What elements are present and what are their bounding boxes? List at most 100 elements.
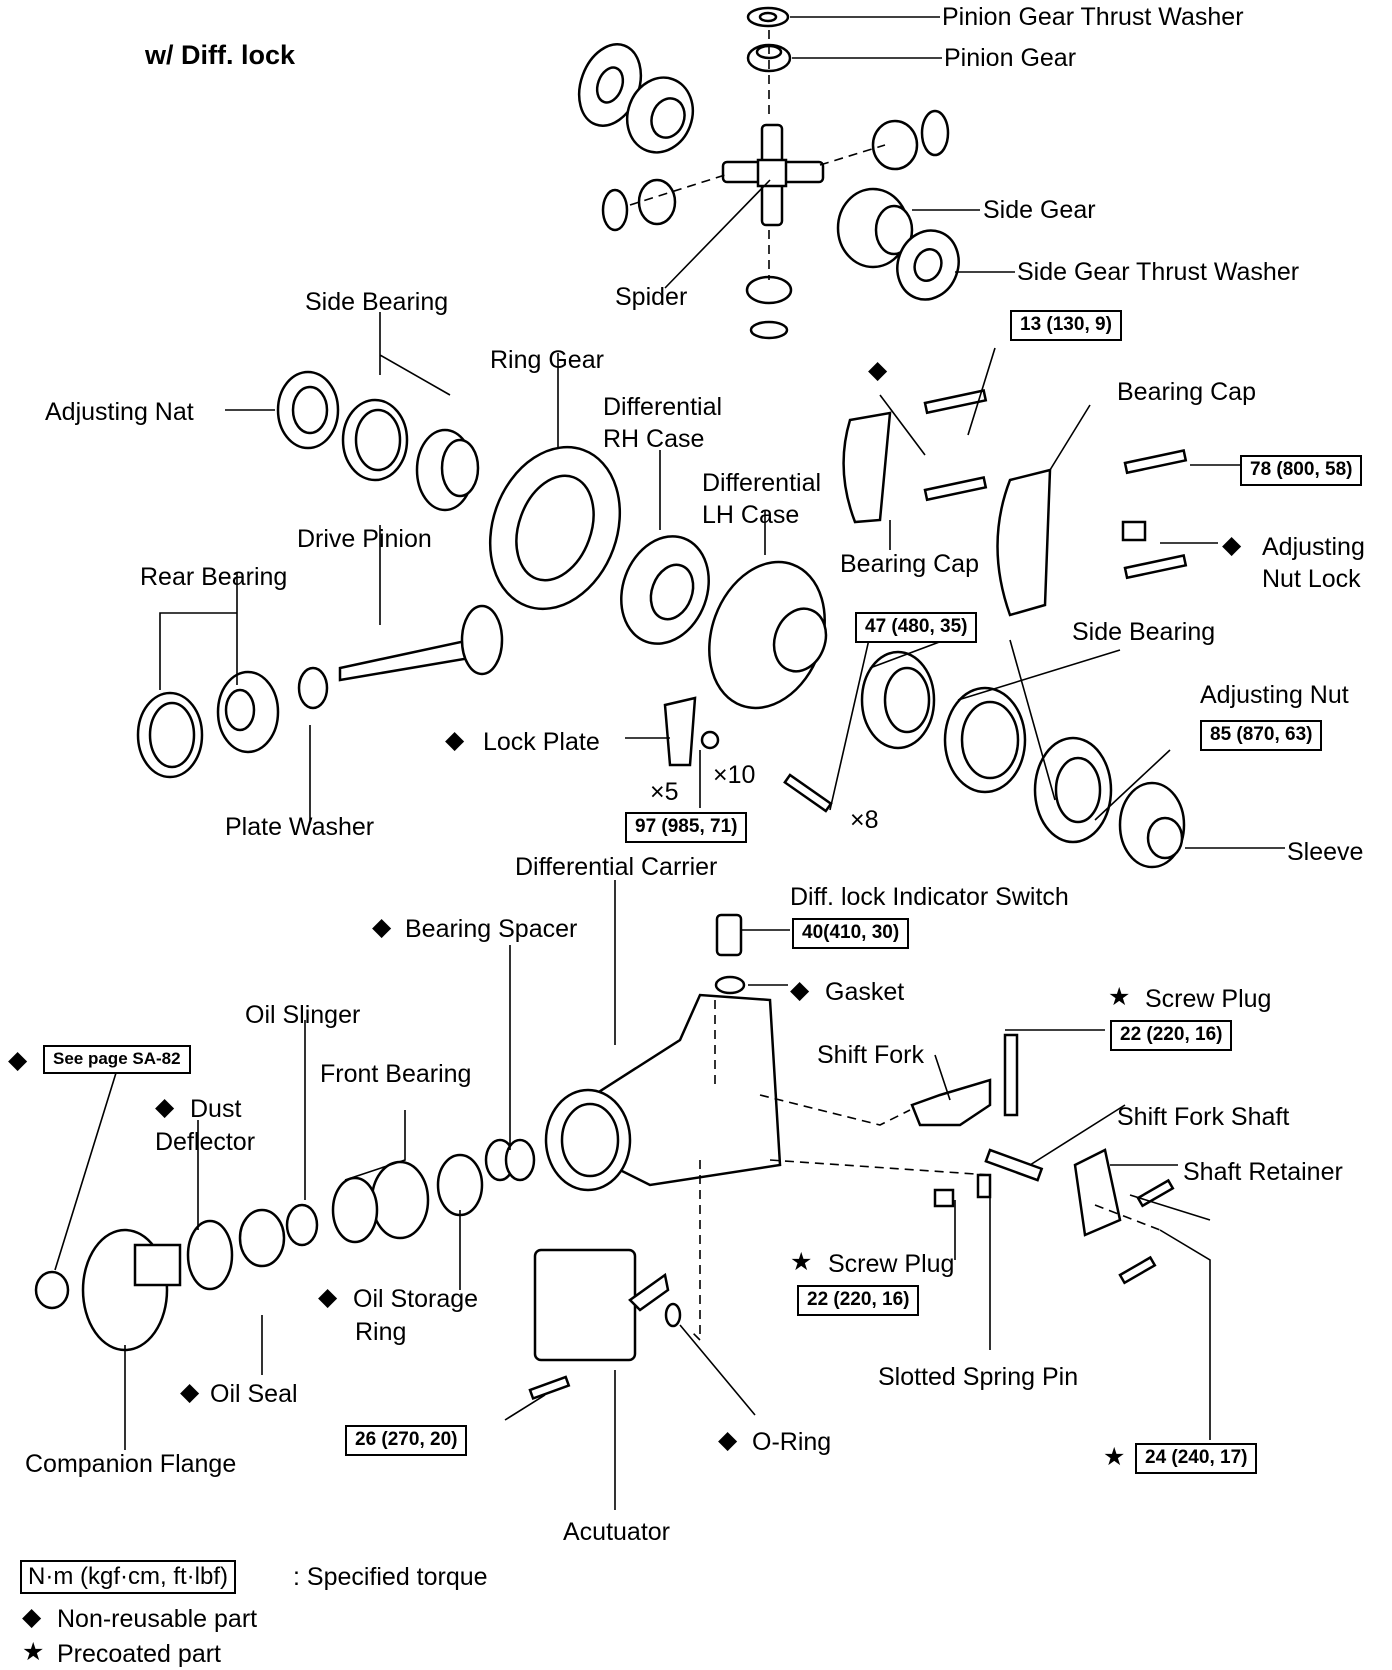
label-side-gear-thrust-washer: Side Gear Thrust Washer [1017, 258, 1300, 286]
shift-fork-shaft-part [984, 1148, 1044, 1182]
o-ring-part [664, 1302, 682, 1328]
oil-storage-ring-part [436, 1153, 484, 1217]
torque-indicator-switch: 40(410, 30) [792, 918, 910, 949]
side-bearing-right-part [860, 650, 936, 750]
legend-precoated-symbol: ★ [22, 1638, 45, 1666]
side-gear-left-part [625, 76, 695, 154]
label-bearing-spacer: Bearing Spacer [405, 915, 578, 943]
ring-gear-bolt [783, 773, 833, 813]
label-adjusting-nut-lock-2: Nut Lock [1262, 565, 1361, 593]
diff-lock-indicator-switch-part [715, 913, 743, 957]
differential-lh-case-part [708, 560, 828, 710]
label-lock-plate: Lock Plate [483, 728, 600, 756]
torque-lock-plate-bolt: 97 (985, 71) [625, 812, 748, 843]
cap-bolts [923, 389, 1188, 580]
side-gear-part [836, 187, 914, 269]
pinion-gear-thrust-washer-part [746, 6, 790, 28]
screw-plug-bottom-part [933, 1173, 992, 1208]
label-side-gear: Side Gear [983, 196, 1096, 224]
label-gasket: Gasket [825, 978, 905, 1006]
flange-nut-part [34, 1270, 70, 1310]
non-reusable-symbol-adjusting-nut-lock: ◆ [1222, 531, 1242, 559]
label-bearing-cap-center: Bearing Cap [840, 550, 979, 578]
label-oil-storage-ring-2: Ring [355, 1318, 407, 1346]
torque-adjusting-nut: 85 (870, 63) [1200, 720, 1323, 751]
non-reusable-symbol-see-page: ◆ [8, 1046, 28, 1074]
torque-ring-gear-bolt: 47 (480, 35) [855, 612, 978, 643]
plate-washer-part [297, 666, 329, 710]
label-acutuator: Acutuator [563, 1518, 671, 1546]
adjusting-nat-part [276, 370, 340, 450]
label-differential-rh-case-2: RH Case [603, 425, 705, 453]
label-shift-fork: Shift Fork [817, 1041, 924, 1069]
label-differential-lh-case-1: Differential [702, 469, 822, 497]
label-slotted-spring-pin: Slotted Spring Pin [878, 1363, 1079, 1391]
label-x8: ×8 [850, 806, 879, 834]
label-spider: Spider [615, 283, 688, 311]
side-gear-thrust-washer-part [896, 229, 960, 301]
lock-plate-part [663, 696, 720, 767]
precoated-symbol-screw-plug-top: ★ [1108, 983, 1131, 1011]
pinion-gear-right-part [871, 109, 950, 171]
bearing-cap-right-part [996, 468, 1052, 617]
label-dust-deflector-2: Deflector [155, 1128, 256, 1156]
label-oil-storage-ring-1: Oil Storage [353, 1285, 479, 1313]
front-bearing-part [331, 1160, 430, 1244]
label-rear-bearing: Rear Bearing [140, 563, 288, 591]
label-adjusting-nut: Adjusting Nut [1200, 681, 1349, 709]
label-pinion-gear: Pinion Gear [944, 44, 1077, 72]
spider-part [721, 123, 825, 227]
pinion-gear-left-part [601, 178, 677, 232]
sleeve-part [1118, 781, 1186, 869]
legend-non-reusable-symbol: ◆ [22, 1603, 42, 1631]
side-bearing-race-part [341, 398, 409, 482]
oil-slinger-part [285, 1203, 319, 1247]
label-x5: ×5 [650, 778, 679, 806]
non-reusable-symbol-lock-plate: ◆ [445, 726, 465, 754]
non-reusable-symbol-oil-seal: ◆ [180, 1378, 200, 1406]
differential-rh-case-part [620, 535, 710, 645]
precoated-symbol-screw-plug-bottom: ★ [790, 1248, 813, 1276]
label-side-bearing-top: Side Bearing [305, 288, 449, 316]
gasket-part [714, 975, 746, 995]
label-shaft-retainer: Shaft Retainer [1183, 1158, 1343, 1186]
non-reusable-symbol-dust-deflector: ◆ [155, 1093, 175, 1121]
label-oil-seal: Oil Seal [210, 1380, 298, 1408]
drive-pinion-part [338, 604, 504, 682]
torque-screw-plug-top: 22 (220, 16) [1110, 1020, 1233, 1051]
label-front-bearing: Front Bearing [320, 1060, 472, 1088]
label-companion-flange: Companion Flange [25, 1450, 237, 1478]
label-adjusting-nat: Adjusting Nat [45, 398, 194, 426]
label-o-ring: O-Ring [752, 1428, 832, 1456]
shift-fork-part [910, 1033, 1019, 1127]
label-bearing-cap-right: Bearing Cap [1117, 378, 1256, 406]
legend-unit-box: N·m (kgf·cm, ft·lbf) [20, 1560, 236, 1595]
label-screw-plug-bottom: Screw Plug [828, 1250, 955, 1278]
dust-deflector-part [186, 1219, 234, 1291]
label-differential-lh-case-2: LH Case [702, 501, 800, 529]
torque-bearing-cap-bolt: 78 (800, 58) [1240, 455, 1363, 486]
legend-precoated-text: Precoated part [57, 1640, 221, 1668]
torque-bearing-cap-small-bolt: 13 (130, 9) [1010, 310, 1122, 341]
label-diff-lock-indicator-switch: Diff. lock Indicator Switch [790, 883, 1069, 911]
side-gear-thrust-washer-left-part [577, 43, 643, 127]
adjusting-nut-part [1033, 736, 1113, 844]
label-screw-plug-top: Screw Plug [1145, 985, 1272, 1013]
non-reusable-symbol-bearing-cap: ◆ [868, 356, 888, 384]
torque-screw-plug-bottom: 22 (220, 16) [797, 1285, 920, 1316]
label-plate-washer: Plate Washer [225, 813, 375, 841]
diagram-title: w/ Diff. lock [145, 40, 296, 70]
shaft-retainer-part [1073, 1148, 1122, 1237]
legend-unit-description: : Specified torque [293, 1563, 488, 1591]
pinion-gear-bottom-part [745, 275, 793, 340]
label-ring-gear: Ring Gear [490, 346, 604, 374]
actuator-part [533, 1248, 670, 1362]
label-adjusting-nut-lock-1: Adjusting [1262, 533, 1365, 561]
side-bearing-race-right-part [943, 686, 1027, 794]
label-oil-slinger: Oil Slinger [245, 1001, 361, 1029]
bearing-spacer-part [484, 1138, 536, 1182]
label-sleeve: Sleeve [1287, 838, 1364, 866]
oil-seal-part [238, 1208, 286, 1268]
non-reusable-symbol-gasket: ◆ [790, 976, 810, 1004]
